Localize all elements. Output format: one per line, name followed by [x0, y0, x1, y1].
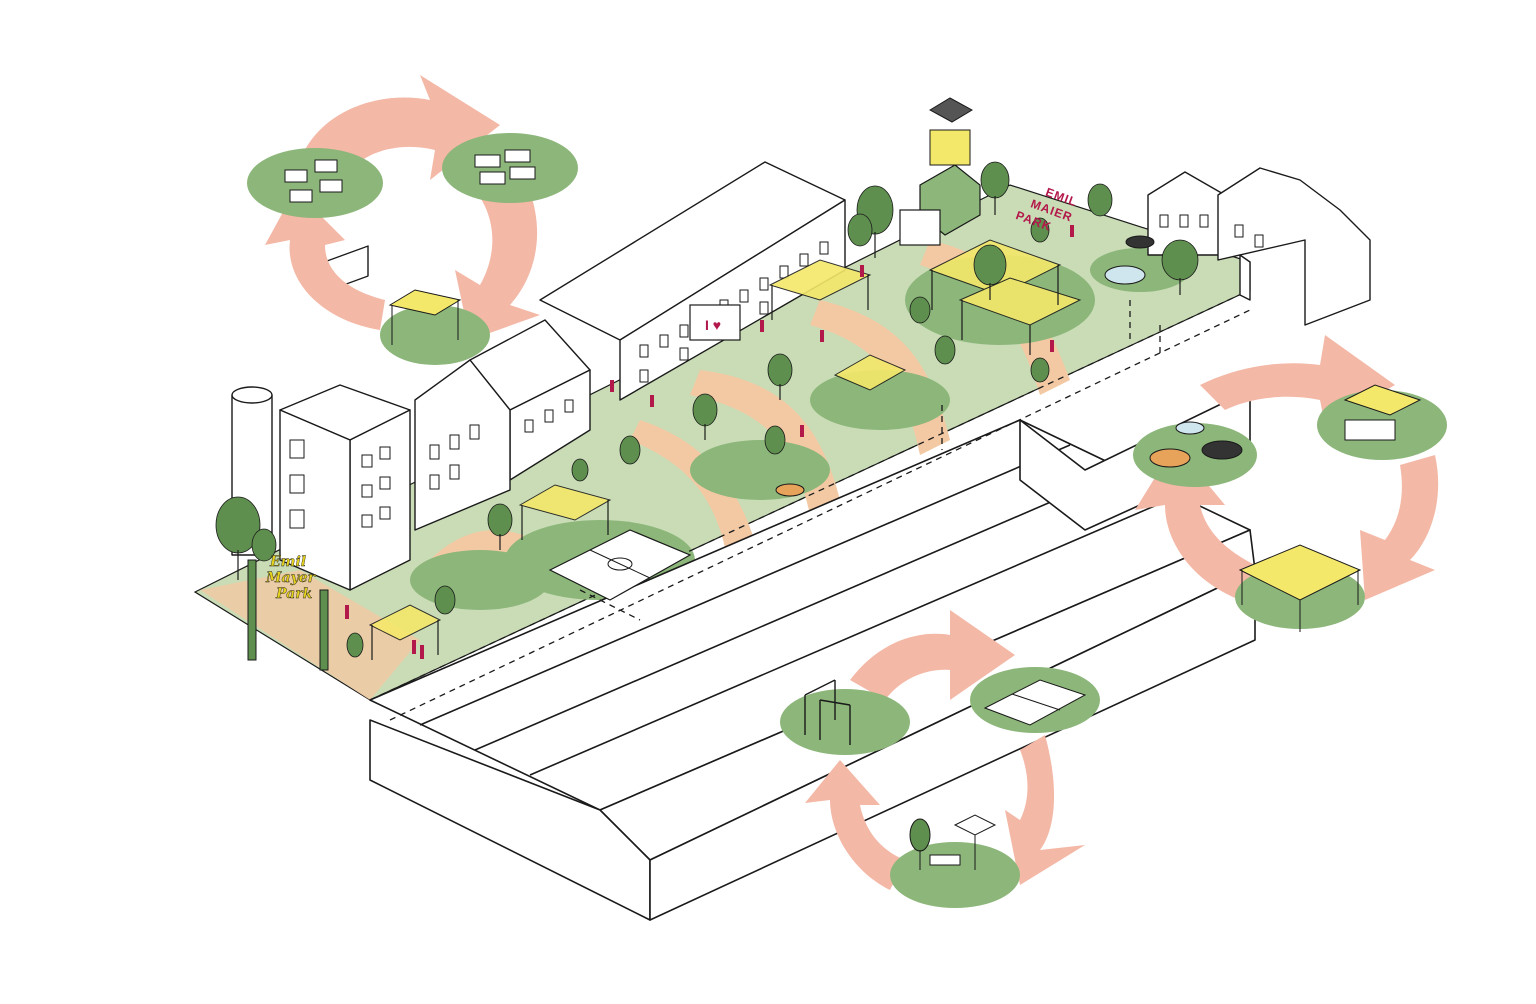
cycle-arrow-9	[805, 760, 905, 890]
kiosk-tower	[899, 97, 981, 246]
gable-windows	[429, 399, 574, 490]
right-house-2	[1217, 167, 1371, 326]
park-fountain	[775, 235, 1155, 497]
ground-disc-2	[690, 440, 830, 500]
cycle-right-vignettes	[1133, 384, 1447, 632]
vignette-market-pavilion	[380, 305, 490, 365]
vignette-cafe-seating	[247, 148, 383, 218]
ground-disc-3	[810, 370, 950, 430]
right-house-windows	[1159, 214, 1264, 248]
cycle-bottom-vignettes	[780, 667, 1100, 908]
trees	[215, 161, 1199, 658]
solar-panel	[928, 97, 974, 123]
ground-disc-5	[410, 550, 550, 610]
projection-lines	[369, 289, 1251, 721]
windows	[289, 214, 1264, 529]
path-orange-2	[630, 420, 760, 575]
cycle-arrow-8	[1005, 735, 1085, 885]
tower-front	[349, 409, 411, 591]
storefront: I ♥	[689, 304, 741, 341]
long-building-windows	[639, 241, 829, 383]
entrance-gate: Emil Mayer Park	[247, 554, 329, 671]
roof-line-1	[419, 444, 1071, 726]
train-shed	[369, 389, 1256, 921]
cycle-arrow-3	[265, 190, 385, 330]
cycle-arrow-6	[1135, 445, 1255, 600]
vignette-tree-bench	[890, 842, 1020, 908]
canopy-posts	[371, 265, 1059, 660]
tower-side	[279, 409, 351, 591]
storefront-sign: I ♥	[705, 317, 721, 333]
silo-top	[231, 386, 273, 404]
cycle-bottom-arrows	[805, 610, 1085, 890]
vignette-fountain-trampolines	[1133, 423, 1257, 487]
entrance-sign-line3: Park	[275, 586, 313, 602]
entrance-sign-line1: Emil	[269, 554, 306, 570]
right-wall	[1239, 254, 1251, 301]
roof-line-2	[474, 469, 1126, 751]
tree-trunks	[237, 196, 1181, 580]
cycle-arrow-5	[1360, 455, 1439, 600]
roof-line-3	[529, 494, 1181, 776]
cycle-arrow-7	[850, 610, 1015, 700]
sports-court	[548, 529, 692, 601]
shed-side-wall	[649, 569, 1256, 921]
entrance-sign-line2: Mayer	[265, 570, 317, 586]
vignette-calisthenics	[780, 689, 910, 755]
tower-windows	[289, 439, 391, 529]
cycle-top-left-vignettes	[247, 133, 578, 365]
